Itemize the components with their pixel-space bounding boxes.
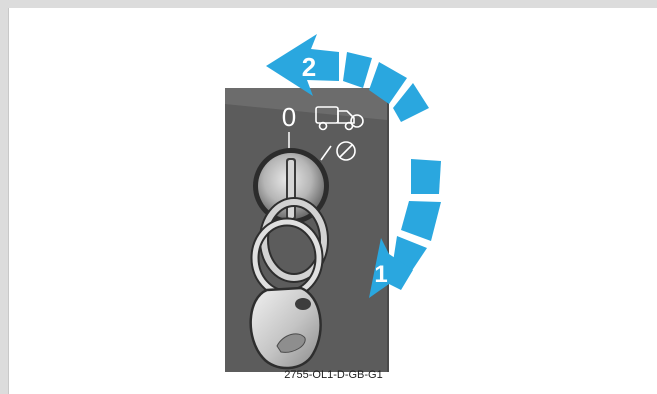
- ignition-key-diagram: 0: [9, 8, 657, 394]
- figure-frame: 0: [8, 8, 657, 394]
- figure-caption: 2755-OL1-D-GB-G1: [9, 369, 657, 381]
- step-1-label: 1: [374, 261, 387, 288]
- off-position-label: 0: [282, 102, 296, 132]
- step-2-label: 2: [302, 52, 316, 82]
